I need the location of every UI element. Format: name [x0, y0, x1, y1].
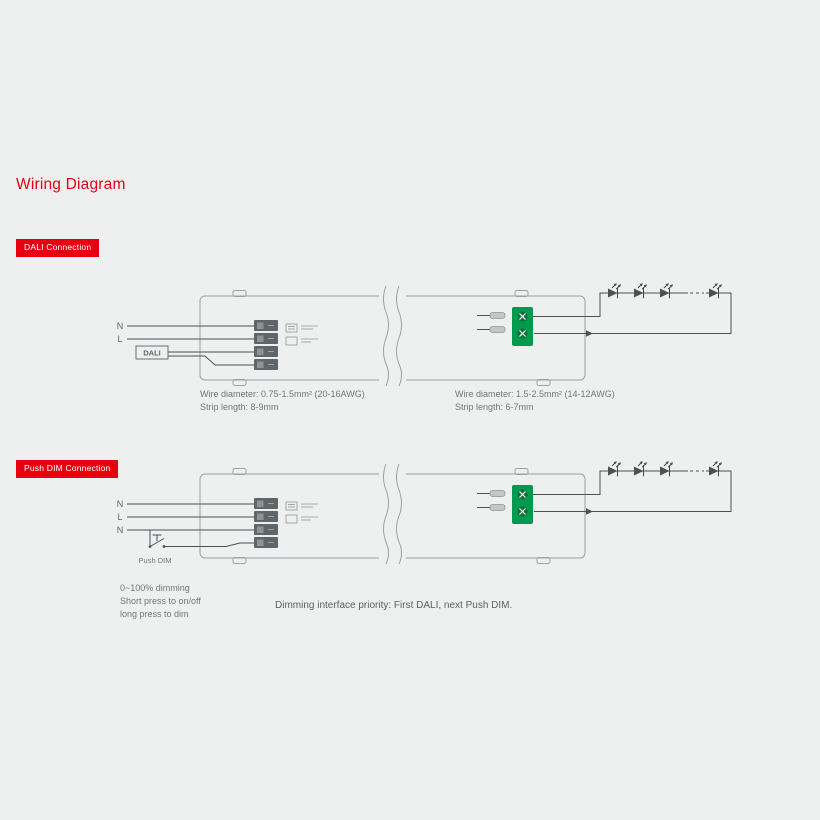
push-input-label-n1: N	[117, 499, 124, 509]
push-input-label-n2: N	[117, 525, 124, 535]
page-title: Wiring Diagram	[16, 176, 126, 193]
dali-input-label-l: L	[117, 334, 122, 344]
dali-input-wire-note: Wire diameter: 0.75-1.5mm² (20-16AWG) St…	[200, 388, 365, 414]
note-line: Wire diameter: 0.75-1.5mm² (20-16AWG)	[200, 389, 365, 399]
push-dim-wiring-diagram: N L N Push DIM	[117, 461, 731, 569]
note-line: 0~100% dimming	[120, 583, 190, 593]
dali-connection-badge: DALI Connection	[16, 239, 100, 257]
dali-wiring-diagram: N L DALI	[117, 283, 731, 391]
note-line: Wire diameter: 1.5-2.5mm² (14-12AWG)	[455, 389, 615, 399]
push-dim-connection-badge: Push DIM Connection	[16, 460, 119, 478]
push-button-switch	[148, 530, 254, 548]
led-driver-device	[200, 283, 731, 391]
dimming-priority-note: Dimming interface priority: First DALI, …	[275, 600, 513, 611]
push-dim-switch-label: Push DIM	[139, 556, 172, 565]
note-line: Short press to on/off	[120, 596, 201, 606]
push-input-label-l: L	[117, 512, 122, 522]
dali-input-label-n: N	[117, 321, 124, 331]
note-line: Strip length: 8-9mm	[200, 402, 279, 412]
note-line: Strip length: 6-7mm	[455, 402, 534, 412]
dali-output-wire-note: Wire diameter: 1.5-2.5mm² (14-12AWG) Str…	[455, 388, 615, 414]
dali-bus-label: DALI	[143, 349, 161, 358]
wire-dali-2	[168, 355, 254, 366]
push-dim-behavior-note: 0~100% dimming Short press to on/off lon…	[120, 582, 201, 621]
led-driver-device	[200, 461, 731, 569]
note-line: long press to dim	[120, 609, 189, 619]
